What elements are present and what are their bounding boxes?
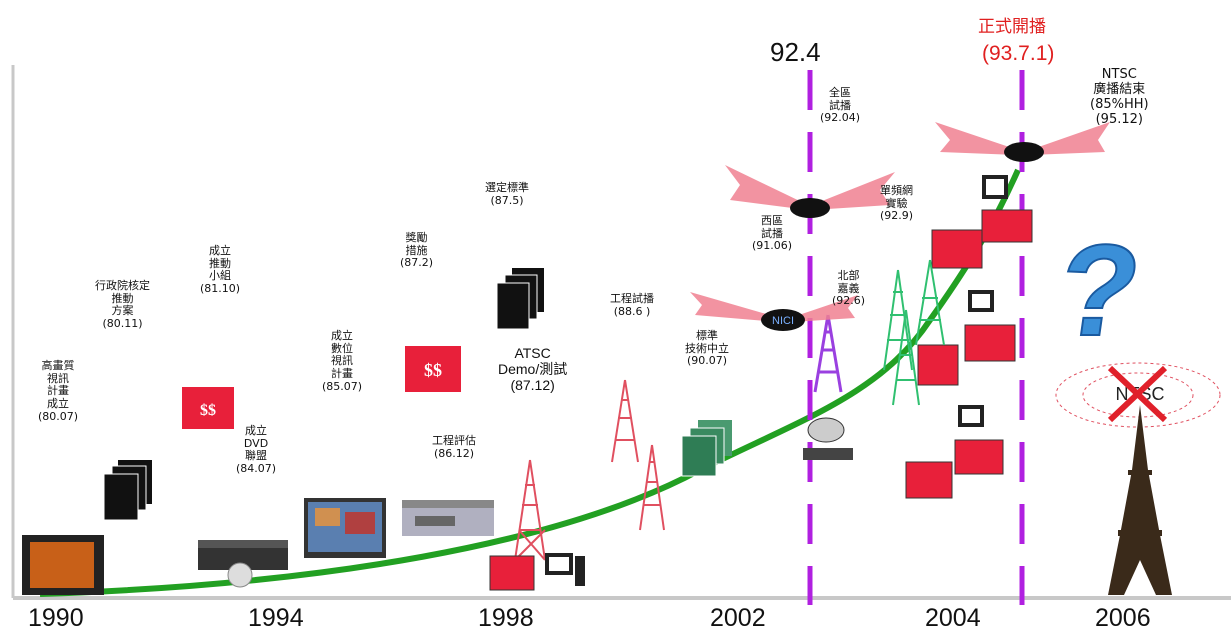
transmission-tower-icon — [514, 459, 546, 561]
winged-emblem-icon: NICI — [690, 292, 858, 331]
event-label-80-07: 高畫質 視訊 計畫 成立 (80.07) — [38, 359, 79, 423]
year-label-2002: 2002 — [710, 604, 766, 632]
event-label-88-6: 工程試播 (88.6 ) — [610, 292, 654, 318]
eiffel-tower-icon — [1108, 405, 1172, 595]
computer-station-icon — [905, 405, 1004, 499]
event-label-87-12: ATSC Demo/測試 (87.12) — [498, 345, 568, 394]
event-label-81-10: 成立 推動 小組 (81.10) — [200, 244, 241, 295]
event-label-86-12: 工程評估 (86.12) — [432, 434, 476, 460]
question-mark-icon: ? — [1048, 217, 1150, 364]
event-label-95-12: NTSC 廣播結束 (85%HH) (95.12) — [1090, 67, 1149, 127]
event-label-84-07: 成立 DVD 聯盟 (84.07) — [236, 424, 277, 475]
event-label-90-07: 標準 技術中立 (90.07) — [685, 329, 729, 368]
nici-badge-text: NICI — [772, 315, 794, 327]
year-label-1998: 1998 — [478, 604, 534, 632]
transmission-tower-icon-purple — [813, 314, 843, 393]
dollar-badge-icon: $$ — [405, 346, 461, 392]
dollar-badge-icon: $$ — [182, 387, 234, 429]
transmission-tower-icon-green — [883, 259, 945, 406]
event-label-92-6: 北部 嘉義 (92.6) — [832, 269, 866, 308]
dollar-badge-text: $$ — [200, 402, 216, 419]
year-label-2006: 2006 — [1095, 604, 1151, 632]
tv-icon — [22, 535, 104, 595]
computer-station-icon — [489, 553, 585, 591]
question-mark-text: ? — [1049, 218, 1149, 363]
winged-emblem-icon — [725, 165, 895, 218]
event-label-91-06: 西區 試播 (91.06) — [752, 214, 793, 253]
year-label-1994: 1994 — [248, 604, 304, 632]
event-label-85-07: 成立 數位 視訊 計畫 (85.07) — [322, 329, 363, 393]
event-label-80-11: 行政院核定 推動 方案 (80.11) — [95, 279, 150, 330]
dollar-badge-text: $$ — [424, 360, 442, 380]
event-label-87-5: 選定標準 (87.5) — [485, 181, 529, 207]
video-screen-icon — [304, 498, 386, 558]
computer-station-icon — [917, 290, 1016, 386]
marker-label-93-7-1: (93.7.1) — [982, 42, 1055, 65]
transmission-tower-icon — [611, 379, 639, 463]
marker-label-official-launch-cn: 正式開播 — [978, 17, 1046, 37]
document-stack-icon-green — [681, 420, 732, 477]
marker-label-92-4: 92.4 — [770, 37, 821, 67]
set-top-box-icon — [402, 500, 494, 536]
satellite-dish-icon — [803, 417, 853, 460]
computer-station-icon — [931, 175, 1033, 269]
event-label-92-04: 全區 試播 (92.04) — [820, 86, 861, 125]
year-label-2004: 2004 — [925, 604, 981, 632]
document-stack-icon — [496, 268, 544, 330]
year-label-1990: 1990 — [28, 604, 84, 632]
event-label-87-2: 獎勵 措施 (87.2) — [400, 231, 434, 270]
transmission-tower-icon — [639, 444, 665, 531]
winged-emblem-icon — [935, 122, 1110, 162]
dvd-player-icon — [198, 540, 288, 588]
event-label-92-9: 單頻網 實驗 (92.9) — [880, 184, 914, 223]
document-stack-icon — [103, 460, 152, 521]
ntsc-end-icon: NTSC — [1055, 362, 1221, 428]
